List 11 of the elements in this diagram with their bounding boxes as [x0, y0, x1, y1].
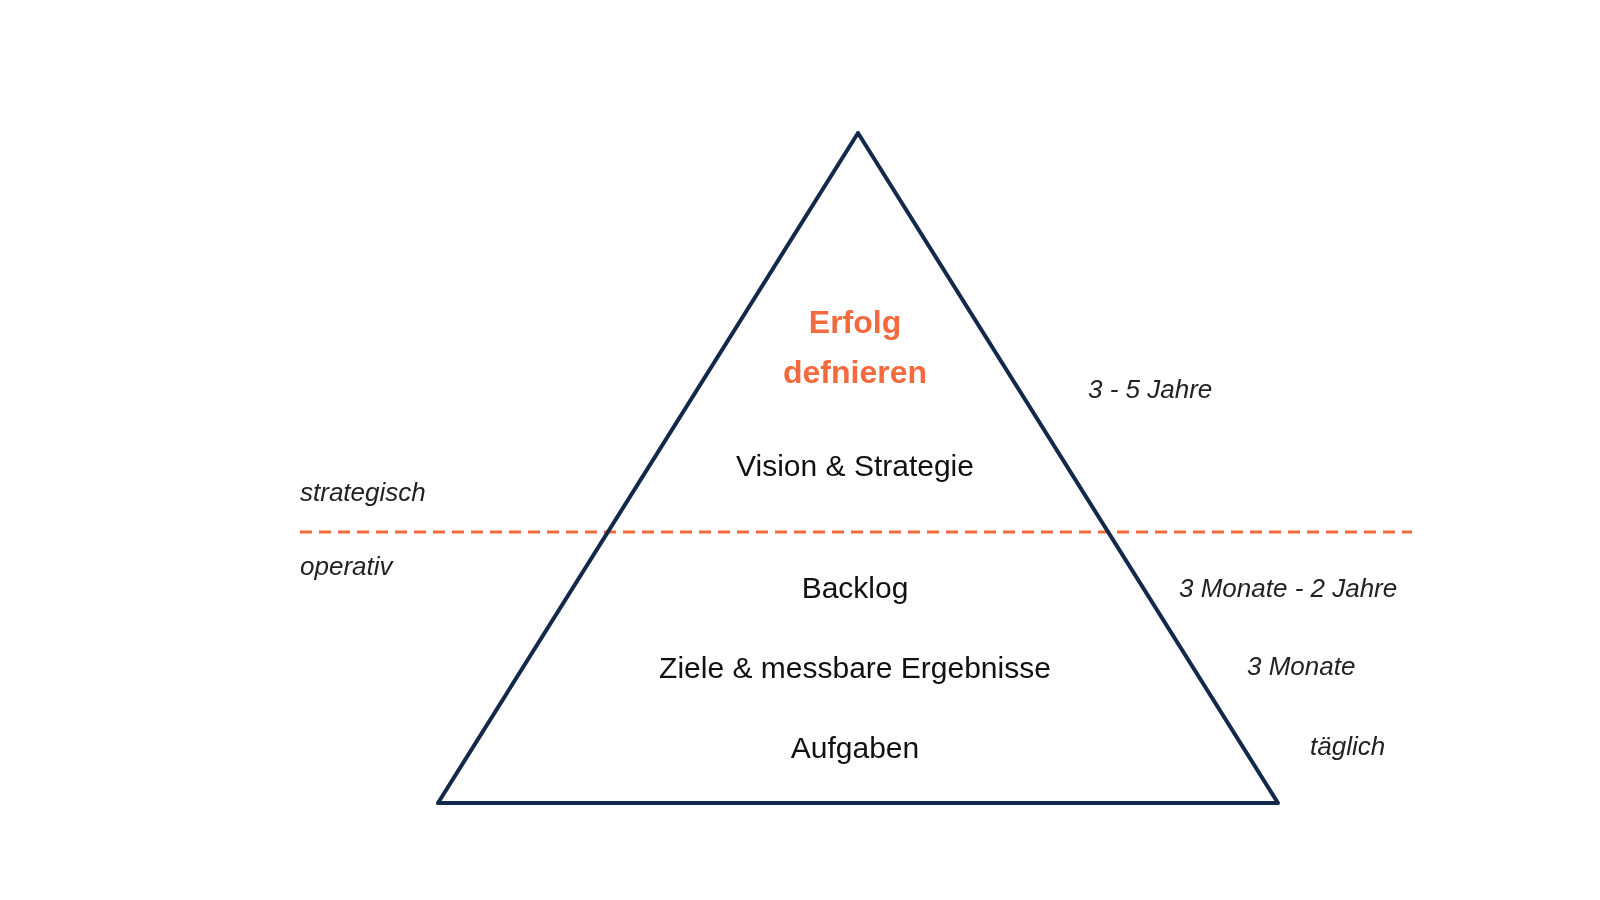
- duration-label: 3 - 5 Jahre: [1088, 374, 1213, 405]
- level-label: operativ: [300, 551, 393, 582]
- duration-label: 3 Monate: [1247, 651, 1356, 682]
- level-text: Aufgaben: [789, 730, 921, 766]
- level-label: strategisch: [300, 477, 426, 508]
- duration-label: täglich: [1310, 731, 1386, 762]
- heading-text: Erfolg defnieren: [782, 303, 928, 392]
- duration-label: 3 Monate - 2 Jahre: [1179, 573, 1398, 604]
- level-text: Ziele & messbare Ergebnisse: [658, 650, 1052, 686]
- level-text: Backlog: [800, 570, 910, 606]
- level-text: Vision & Strategie: [735, 448, 975, 484]
